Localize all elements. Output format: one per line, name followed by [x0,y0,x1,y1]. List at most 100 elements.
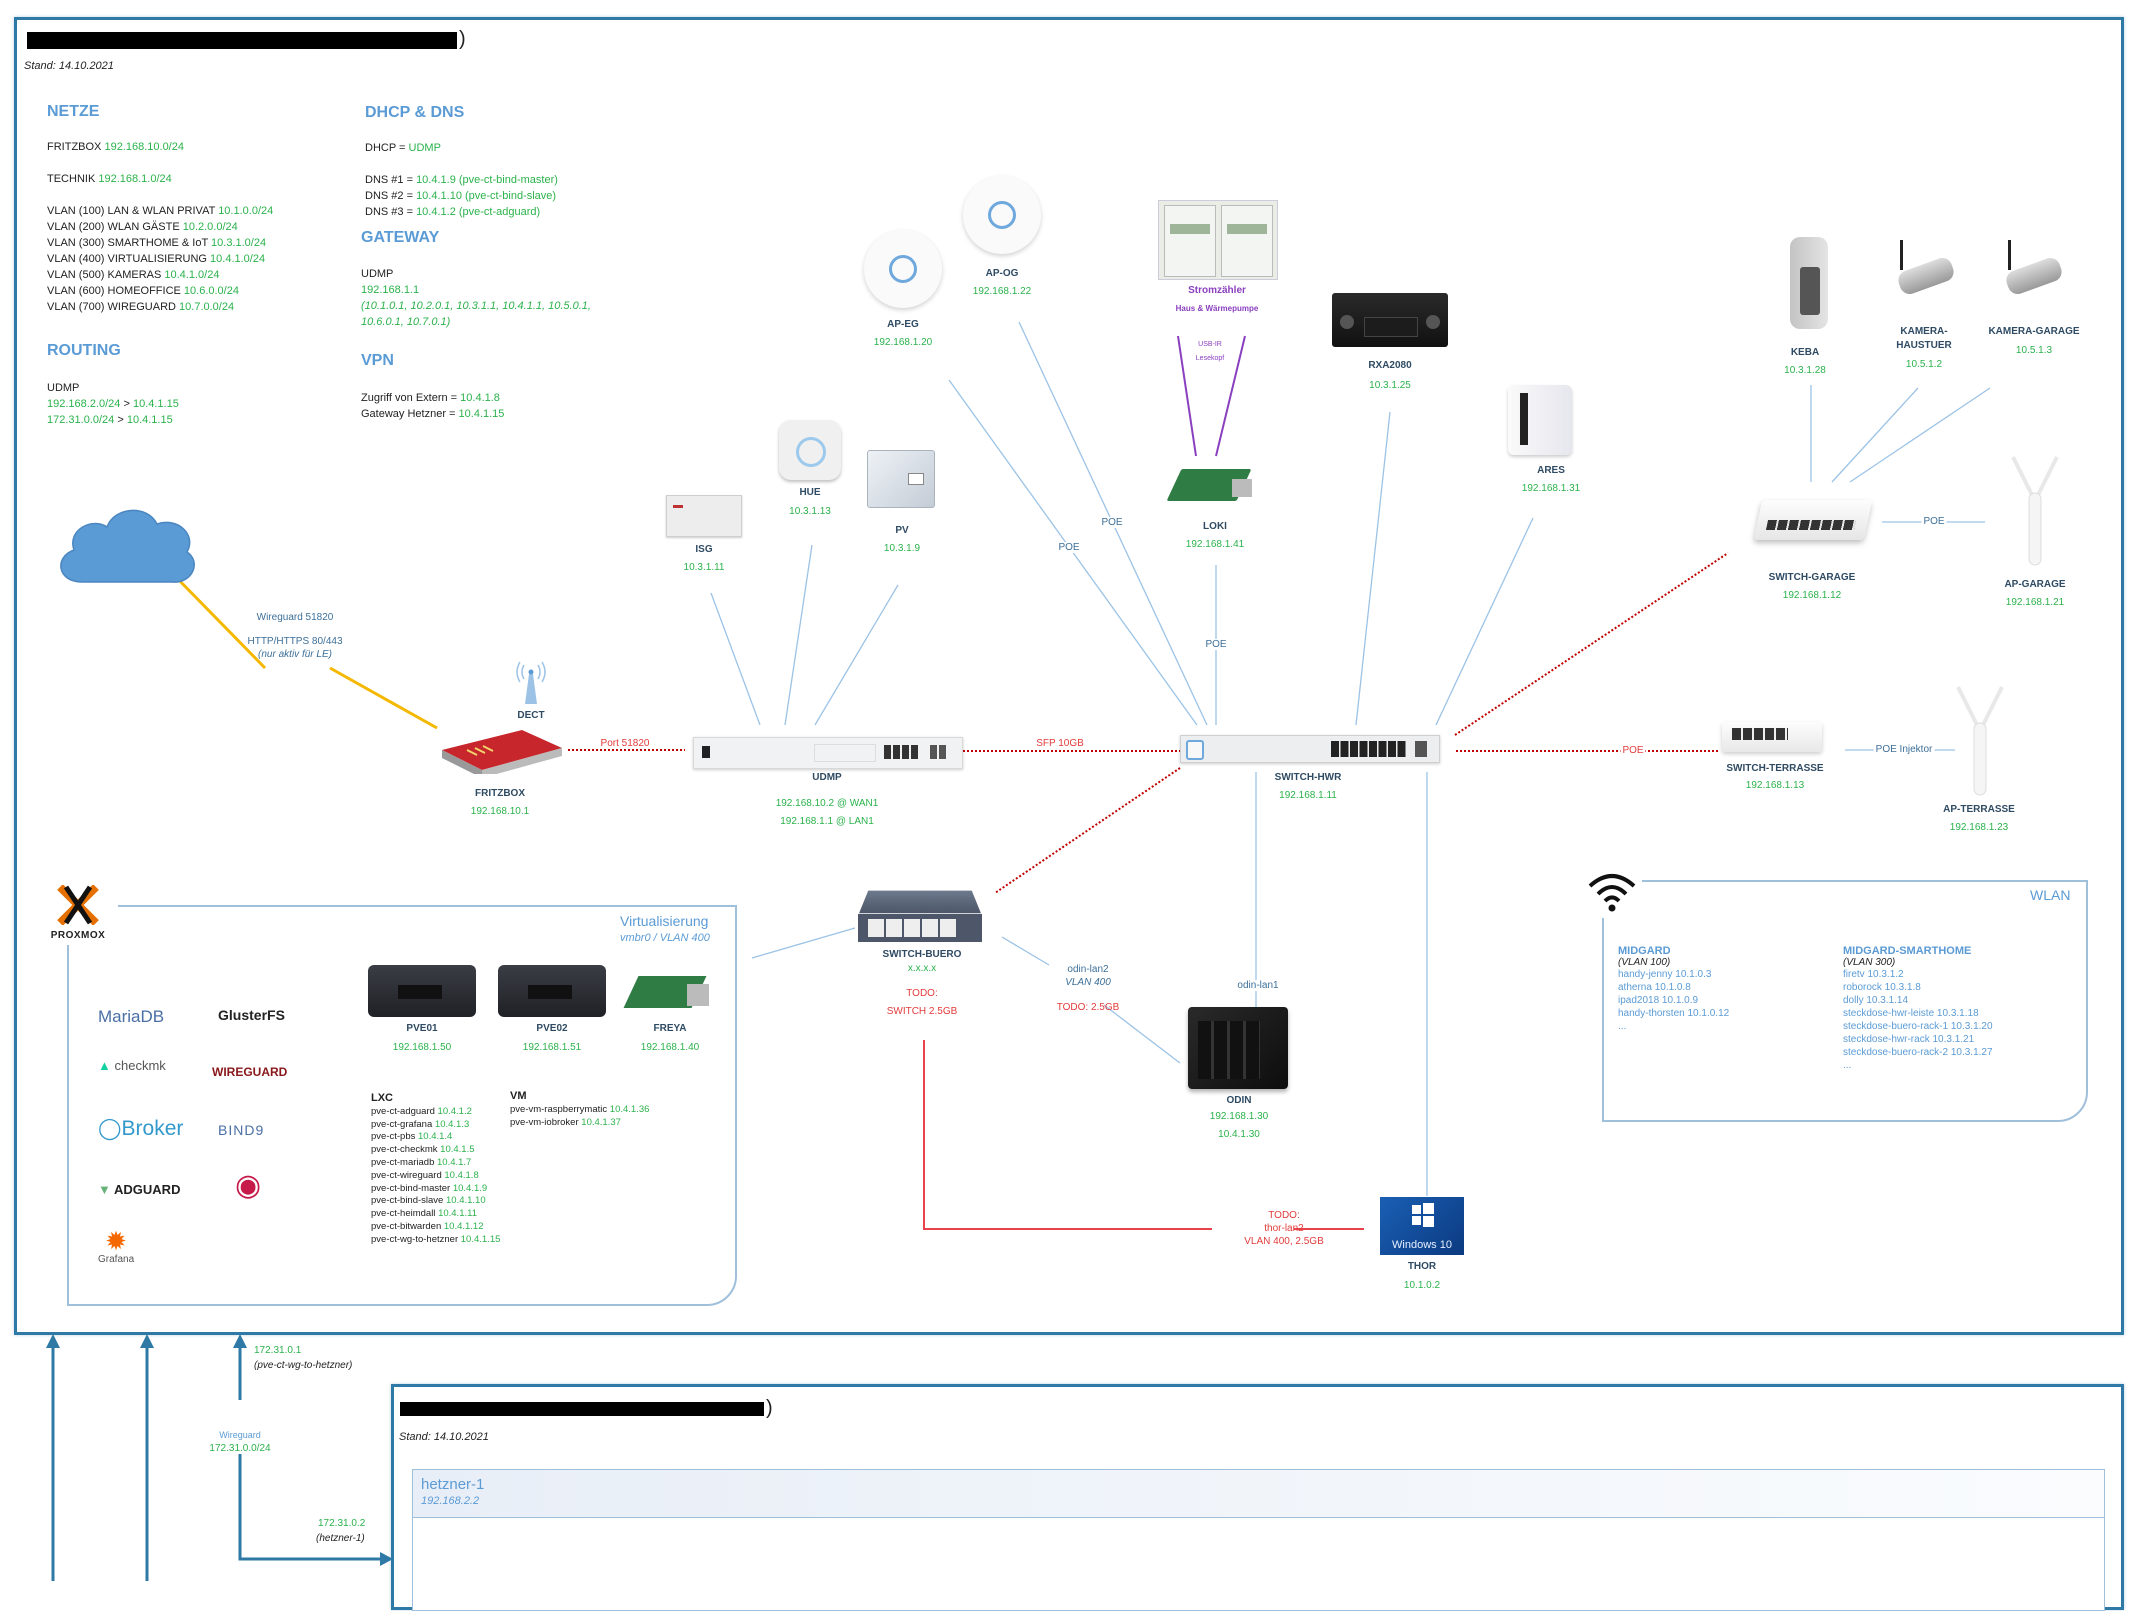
virtualisierung-subtitle: vmbr0 / VLAN 400 [620,932,710,944]
port-51820-label: Port 51820 [600,738,650,749]
isg-device[interactable] [666,495,742,537]
thor-todo-3: VLAN 400, 2.5GB [1244,1236,1324,1247]
pve02-name: PVE02 [536,1023,568,1034]
ap-og-name: AP-OG [985,268,1019,279]
raspberrymatic-logo: ◉ [235,1169,262,1202]
wlan-box [1602,880,2088,1122]
gateway-heading: GATEWAY [361,229,440,246]
udmp-device[interactable] [693,737,963,769]
keba-wallbox-device[interactable] [1790,237,1828,329]
ares-nas-device[interactable] [1508,385,1572,455]
netz-row: VLAN (200) WLAN GÄSTE 10.2.0.0/24 [47,221,238,233]
lxc-item: pve-ct-wg-to-hetzner 10.4.1.15 [371,1233,501,1245]
switch-buero-device[interactable] [858,888,982,942]
checkmk-logo: ▲ checkmk [98,1058,166,1073]
ap-garage-name: AP-GARAGE [2004,579,2066,590]
kamera-garage-device[interactable] [1998,240,2066,304]
lxc-list: LXC pve-ct-adguard 10.4.1.2 pve-ct-grafa… [371,1092,501,1245]
thor-windows-device[interactable]: Windows 10 [1380,1197,1464,1255]
netz-row: VLAN (300) SMARTHOME & IoT 10.3.1.0/24 [47,237,267,249]
udmp-name: UDMP [812,772,842,783]
wireguard-label: Wireguard [217,1430,263,1440]
lesekopf-label: Lesekopf [1195,355,1225,362]
pve01-host-device[interactable] [368,965,476,1017]
ap-terrasse-name: AP-TERRASSE [1943,804,2015,815]
kamera-haustuer-name-2: HAUSTUER [1896,340,1952,351]
netz-row: VLAN (400) VIRTUALISIERUNG 10.4.1.0/24 [47,253,266,265]
stromzaehler-name: Stromzähler [1188,285,1246,296]
switch-hwr-device[interactable] [1180,735,1440,763]
netz-row: VLAN (100) LAN & WLAN PRIVAT 10.1.0.0/24 [47,205,274,217]
thor-ip: 10.1.0.2 [1403,1280,1441,1291]
proxmox-logo: PROXMOX [38,884,118,945]
bind9-logo: BIND9 [218,1122,265,1138]
lxc-item: pve-ct-heimdall 10.4.1.11 [371,1208,477,1220]
ap-eg-ip: 192.168.1.20 [873,337,933,348]
loki-raspberry-device[interactable] [1166,463,1260,505]
vm-item: pve-vm-iobroker 10.4.1.37 [510,1116,621,1128]
routing-list: UDMP 192.168.2.0/24 > 10.4.1.15 172.31.0… [47,382,179,426]
ap-garage-device[interactable] [2005,455,2065,570]
odin-ip-2: 10.4.1.30 [1218,1129,1260,1140]
odin-name: ODIN [1226,1095,1252,1106]
freya-name: FREYA [653,1023,687,1034]
ap-terrasse-device[interactable] [1950,685,2010,800]
vm-list: VM pve-vm-raspberrymatic 10.4.1.36 pve-v… [510,1090,650,1128]
dhcp-dns-heading: DHCP & DNS [365,104,465,121]
fritzbox-device[interactable] [437,722,565,778]
lxc-item: pve-ct-mariadb 10.4.1.7 [371,1156,472,1168]
switch-garage-device[interactable] [1753,500,1873,540]
main-network-frame [14,17,2124,1335]
lxc-item: pve-ct-bind-master 10.4.1.9 [371,1182,488,1194]
rxa2080-name: RXA2080 [1368,360,1412,371]
wifi-icon [1582,868,1642,918]
wlan-network-smarthome: MIDGARD-SMARTHOME (VLAN 300) firetv 10.3… [1843,945,1993,1071]
hetzner-top-host: (pve-ct-wg-to-hetzner) [254,1360,353,1371]
wireguard-logo: WIREGUARD [212,1065,288,1079]
loki-name: LOKI [1203,521,1227,532]
stand-date: Stand: 14.10.2021 [24,60,114,72]
stromzaehler-device[interactable] [1158,200,1278,280]
switch-terrasse-device[interactable] [1722,722,1822,752]
pv-inverter-device[interactable] [867,450,935,508]
switch-terrasse-name: SWITCH-TERRASSE [1726,763,1824,774]
hue-bridge-device[interactable] [779,420,841,480]
odin-lan1-label: odin-lan1 [1235,980,1281,991]
pve02-host-device[interactable] [498,965,606,1017]
kamera-haustuer-ip: 10.5.1.2 [1905,359,1943,370]
proxmox-label: PROXMOX [50,930,106,941]
fritzbox-ip: 192.168.10.1 [470,806,530,817]
virtualisierung-title: Virtualisierung [620,913,709,929]
odin-lan2-vlan-label: VLAN 400 [1065,977,1111,988]
internet-cloud-icon [60,509,195,583]
router-icon [442,730,562,778]
odin-nas-device[interactable] [1188,1007,1288,1089]
ap-eg-device[interactable] [864,230,942,308]
ap-og-device[interactable] [963,176,1041,254]
adguard-logo: ▼ ADGUARD [98,1182,181,1197]
wireguard-net: 172.31.0.0/24 [207,1443,273,1454]
hetzner-redacted-title [400,1402,764,1416]
hetzner-title-suffix: ) [766,1397,773,1419]
thor-name: THOR [1407,1261,1437,1272]
route-row: 172.31.0.0/24 > 10.4.1.15 [47,414,173,426]
iobroker-logo: ◯Broker [98,1117,184,1140]
thor-todo-2: thor-lan2 [1264,1223,1304,1234]
poe-injektor-label: POE Injektor [1873,744,1935,755]
kamera-haustuer-name-1: KAMERA- [1900,326,1948,337]
switch-buero-todo: TODO: [906,988,938,999]
pve02-ip: 192.168.1.51 [522,1042,582,1053]
dect-label: DECT [517,710,545,721]
switch-garage-name: SWITCH-GARAGE [1768,572,1856,583]
lxc-item: pve-ct-bind-slave 10.4.1.10 [371,1195,486,1207]
hetzner-1-server-box: hetzner-1 192.168.2.2 [412,1469,2105,1611]
pv-ip: 10.3.1.9 [883,543,921,554]
vm-item: pve-vm-raspberrymatic 10.4.1.36 [510,1103,650,1115]
pv-name: PV [895,525,909,536]
freya-raspberry-device[interactable] [623,968,715,1014]
rxa2080-receiver-device[interactable] [1332,293,1448,347]
lxc-item: pve-ct-bitwarden 10.4.1.12 [371,1220,484,1232]
kamera-haustuer-device[interactable] [1890,240,1958,304]
internet-link-label-2: HTTP/HTTPS 80/443 [247,636,343,647]
